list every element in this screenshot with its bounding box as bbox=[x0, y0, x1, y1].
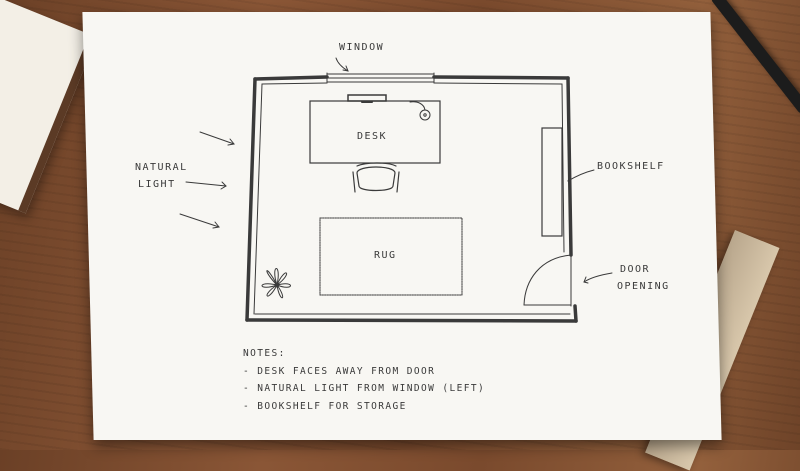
plant-icon bbox=[261, 268, 291, 299]
desk-label: DESK bbox=[357, 131, 388, 142]
floor-plan bbox=[179, 57, 613, 323]
lamp-icon bbox=[409, 101, 431, 121]
door bbox=[523, 254, 572, 307]
rug-label: RUG bbox=[374, 250, 397, 261]
natural-light-label-line2: LIGHT bbox=[138, 179, 176, 190]
monitor-icon bbox=[347, 94, 387, 103]
note-item: BOOKSHELF FOR STORAGE bbox=[243, 398, 485, 416]
notes-block: NOTES: DESK FACES AWAY FROM DOOR NATURAL… bbox=[243, 345, 485, 415]
window-label: WINDOW bbox=[339, 42, 385, 53]
bookshelf-label: BOOKSHELF bbox=[597, 161, 665, 172]
door-label-line1: DOOR bbox=[620, 264, 651, 275]
rug bbox=[319, 217, 463, 296]
note-item: DESK FACES AWAY FROM DOOR bbox=[243, 363, 485, 381]
natural-light-label-line1: NATURAL bbox=[135, 162, 188, 173]
door-label-line2: OPENING bbox=[617, 281, 670, 292]
annotation-arrows bbox=[179, 57, 613, 284]
window bbox=[326, 72, 435, 84]
notes-heading: NOTES: bbox=[243, 348, 286, 359]
chair-icon bbox=[352, 162, 400, 193]
walls bbox=[245, 75, 578, 323]
note-item: NATURAL LIGHT FROM WINDOW (LEFT) bbox=[243, 380, 485, 398]
bookshelf bbox=[541, 127, 563, 237]
